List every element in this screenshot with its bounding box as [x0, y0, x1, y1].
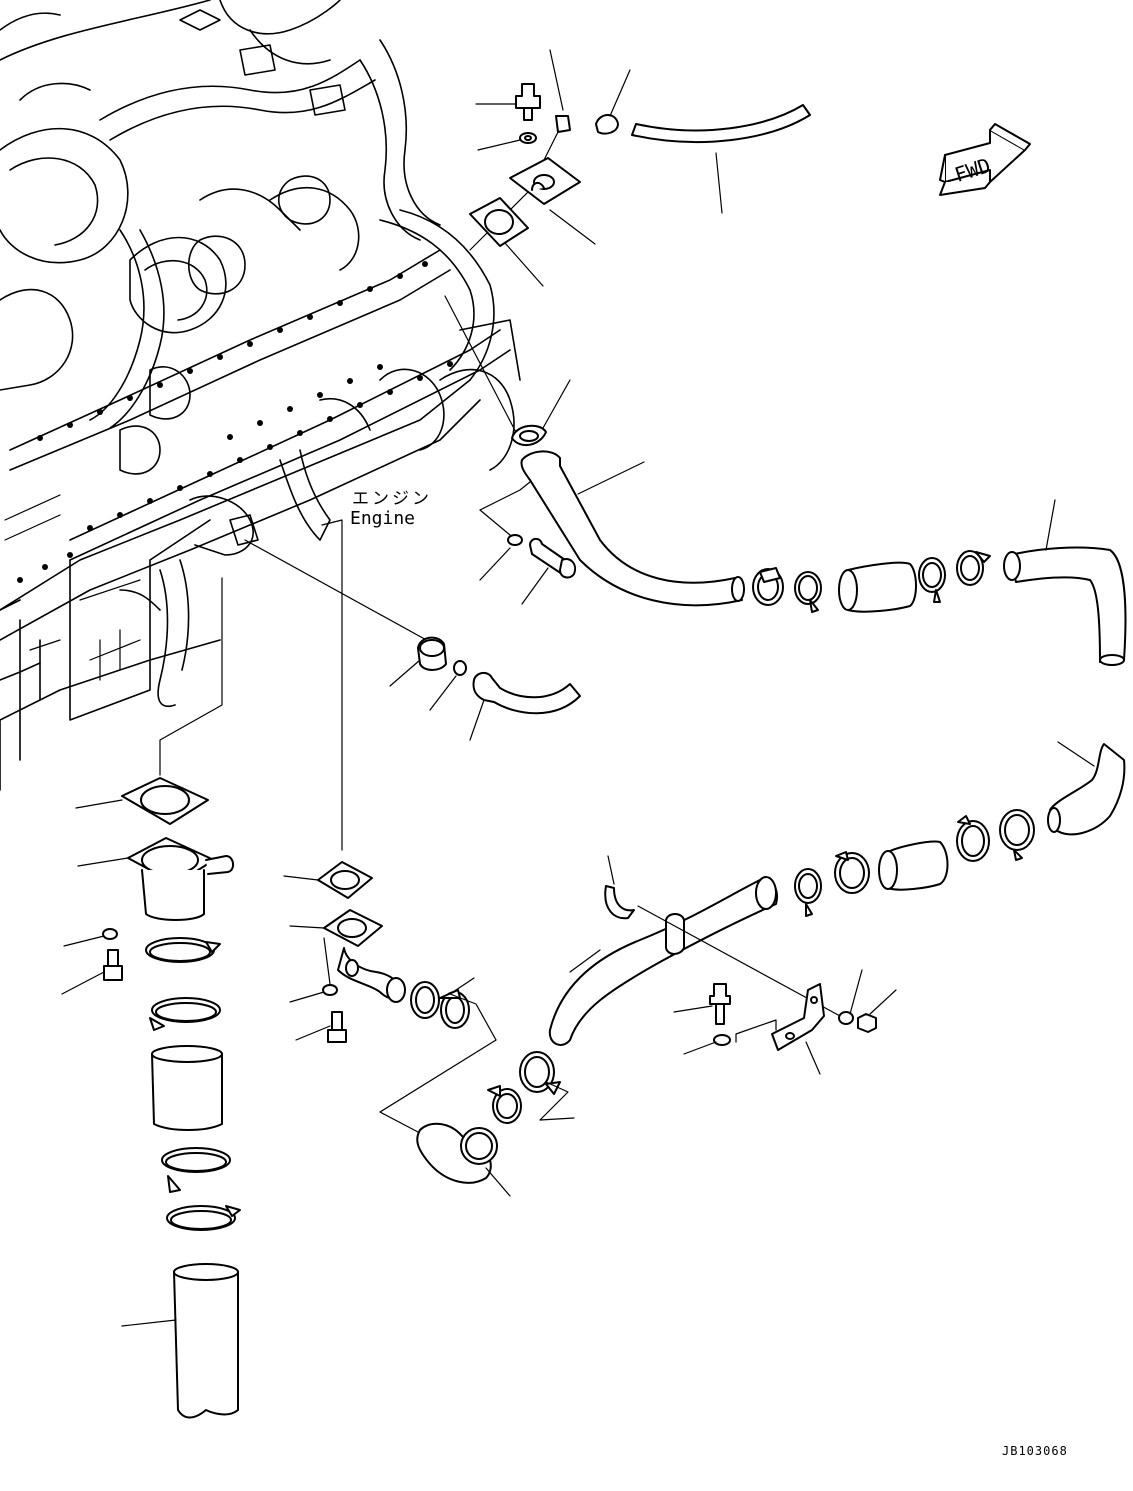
- lower-pipe-assembly: [548, 741, 1126, 1075]
- center-flange-assembly: [283, 861, 406, 1043]
- engine-drawing: [0, 0, 521, 791]
- document-id: JB103068: [1002, 1444, 1068, 1458]
- middle-connector-assembly: [389, 636, 581, 741]
- lower-elbow-assembly: [379, 977, 575, 1197]
- top-flange-assembly: [469, 49, 811, 287]
- upper-pipe-assembly: [479, 379, 1127, 666]
- fwd-arrow-icon: FWD: [939, 123, 1031, 196]
- engine-label-ja: エンジン: [352, 489, 432, 509]
- left-pipe-stack: [61, 777, 241, 1419]
- engine-label-en: Engine: [350, 508, 416, 529]
